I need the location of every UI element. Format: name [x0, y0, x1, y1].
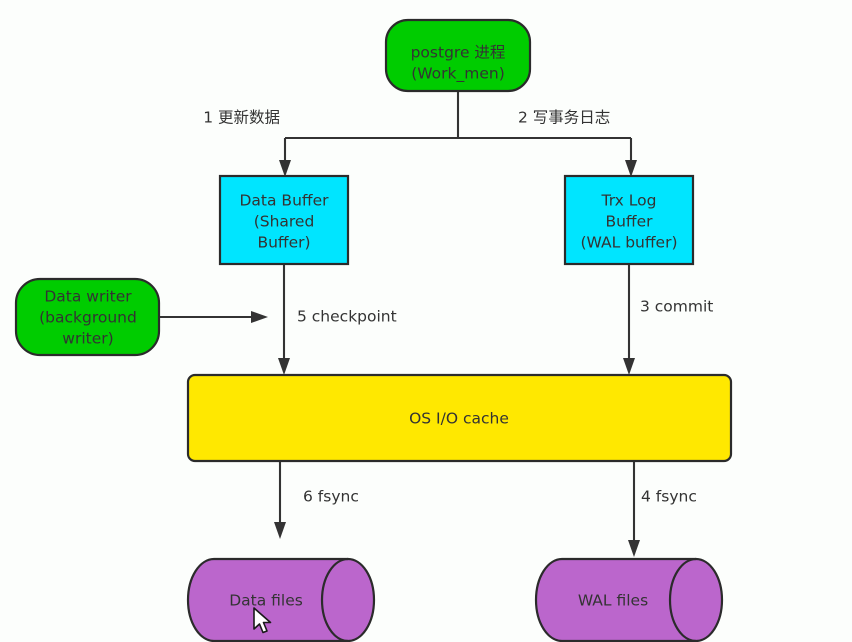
node-data-writer[interactable]: Data writer (background writer) [14, 277, 161, 357]
edge-background-writer[interactable] [159, 311, 268, 323]
wal-files-cylinder-cap [668, 557, 697, 642]
arrow-head-icon [274, 522, 286, 539]
edge-label-commit: 3 commit [640, 298, 713, 316]
data-buffer-shape [218, 174, 350, 266]
edge-label-fsync-wal: 4 fsync [641, 488, 697, 506]
arrow-head-icon [278, 358, 290, 375]
arrow-head-icon [628, 540, 640, 557]
data-buffer-label-line3: Buffer) [257, 234, 310, 252]
data-writer-label-line3: writer) [62, 330, 113, 348]
trx-log-buffer-shape [563, 174, 695, 266]
data-writer-label-line1: Data writer [44, 288, 132, 306]
node-wal-files[interactable]: WAL files [534, 557, 724, 642]
os-io-cache-shape [186, 373, 733, 463]
edge-label-checkpoint: 5 checkpoint [297, 308, 397, 326]
edge-label-update-data: 1 更新数据 [203, 109, 280, 127]
edge-commit[interactable]: 3 commit [623, 264, 713, 375]
edge-label-fsync-data: 6 fsync [303, 488, 359, 506]
data-buffer-label-line2: (Shared [254, 213, 315, 231]
edge-fsync-data[interactable]: 6 fsync [274, 461, 359, 539]
os-io-cache-label: OS I/O cache [409, 410, 509, 428]
edge-label-write-trx-log: 2 写事务日志 [518, 109, 610, 127]
arrow-head-icon [279, 160, 291, 177]
postgre-process-label-line2: (Work_men) [411, 65, 505, 84]
data-writer-shape [14, 277, 161, 357]
data-files-label: Data files [229, 592, 303, 610]
data-writer-label-line2: (background [39, 309, 137, 327]
edge-write-trx-log[interactable]: 2 写事务日志 [518, 109, 637, 178]
postgre-process-shape [384, 18, 532, 93]
arrow-head-icon [625, 160, 637, 177]
node-postgre-process[interactable]: postgre 进程 (Work_men) [384, 18, 532, 93]
edge-fsync-wal[interactable]: 4 fsync [628, 461, 697, 557]
node-os-io-cache[interactable]: OS I/O cache [186, 373, 733, 463]
node-data-files[interactable]: Data files [186, 557, 376, 642]
edge-postgre-split [285, 91, 631, 140]
node-data-buffer[interactable]: Data Buffer (Shared Buffer) [218, 174, 350, 266]
trx-log-buffer-label-line3: (WAL buffer) [581, 234, 678, 252]
trx-log-buffer-label-line1: Trx Log [601, 192, 657, 210]
trx-log-buffer-label-line2: Buffer [605, 213, 653, 231]
arrow-head-icon [623, 358, 635, 375]
edge-checkpoint[interactable]: 5 checkpoint [278, 264, 397, 375]
arrow-head-icon [251, 311, 268, 323]
data-files-cylinder-cap [320, 557, 349, 642]
wal-files-label: WAL files [578, 592, 648, 610]
postgre-process-label-line1: postgre 进程 [411, 44, 506, 62]
edge-update-data[interactable]: 1 更新数据 [203, 109, 291, 178]
node-trx-log-buffer[interactable]: Trx Log Buffer (WAL buffer) [563, 174, 695, 266]
data-buffer-label-line1: Data Buffer [240, 192, 330, 210]
